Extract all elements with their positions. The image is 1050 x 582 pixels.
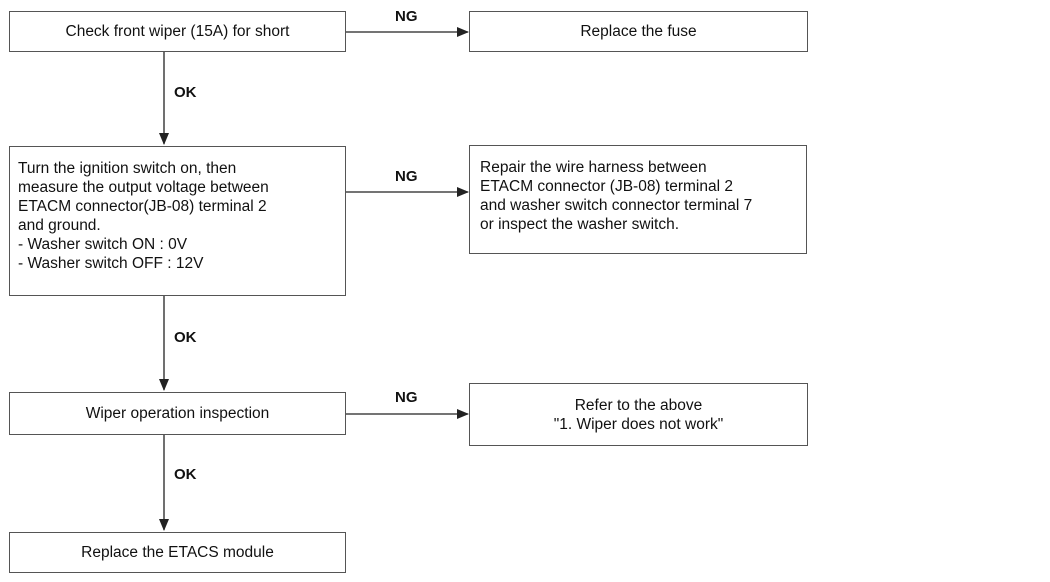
step-2-box: Turn the ignition switch on, then measur… <box>9 146 346 296</box>
step-2-line-2: measure the output voltage between <box>18 179 269 196</box>
ng-action-1-text: Replace the fuse <box>580 23 697 40</box>
step-3-text: Wiper operation inspection <box>85 405 270 422</box>
step-2-line-5: - Washer switch ON : 0V <box>18 236 188 253</box>
ng-label-1: NG <box>395 8 418 25</box>
ng-action-2-line-2: ETACM connector (JB-08) terminal 2 <box>480 178 733 195</box>
ng-action-2-line-4: or inspect the washer switch. <box>480 216 680 233</box>
step-2-line-1: Turn the ignition switch on, then <box>18 160 237 177</box>
ng-label-3: NG <box>395 389 418 406</box>
step-4-text: Replace the ETACS module <box>81 544 274 561</box>
step-2-line-4: and ground. <box>18 217 101 234</box>
ng-action-2-line-3: and washer switch connector terminal 7 <box>480 197 753 214</box>
step-2-line-6: - Washer switch OFF : 12V <box>18 255 204 272</box>
ng-action-3-line-1: Refer to the above <box>574 396 703 414</box>
ng-action-2-line-1: Repair the wire harness between <box>480 159 707 176</box>
ng-action-1-box: Replace the fuse <box>469 11 808 52</box>
step-1-box: Check front wiper (15A) for short <box>9 11 346 52</box>
ok-label-3: OK <box>174 466 197 483</box>
ng-action-3-line-2: "1. Wiper does not work" <box>553 415 724 433</box>
step-3-box: Wiper operation inspection <box>9 392 346 435</box>
step-1-text: Check front wiper (15A) for short <box>65 23 290 40</box>
ng-action-2-box: Repair the wire harness between ETACM co… <box>469 145 807 254</box>
step-2-line-3: ETACM connector(JB-08) terminal 2 <box>18 198 267 215</box>
ok-label-1: OK <box>174 84 197 101</box>
ok-label-2: OK <box>174 329 197 346</box>
step-4-box: Replace the ETACS module <box>9 532 346 573</box>
ng-label-2: NG <box>395 168 418 185</box>
ng-action-3-box: Refer to the above "1. Wiper does not wo… <box>469 383 808 446</box>
